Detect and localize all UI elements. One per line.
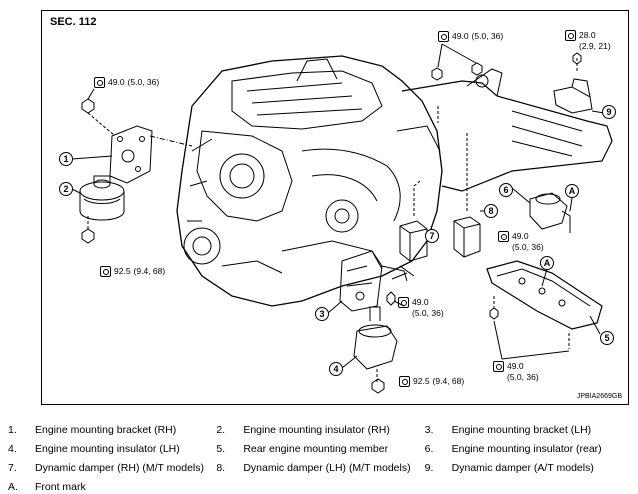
torque-spec-6: 49.0 (5.0, 36) [398, 297, 444, 319]
legend-num: 8. [216, 461, 226, 474]
legend-item: 8. Dynamic damper (LH) (M/T models) [216, 462, 424, 474]
torque-spec-8: 49.0 (5.0, 36) [493, 361, 539, 383]
lh-bracket-part-3 [339, 250, 408, 312]
legend-text: Engine mounting bracket (LH) [451, 423, 592, 436]
torque-paren: (2.9, 21) [579, 41, 611, 51]
torque-spec-1: 49.0 (5.0, 36) [94, 77, 159, 88]
torque-value: 49.0 [108, 77, 125, 87]
legend-num: 1. [8, 423, 17, 436]
dynamic-damper-part-7 [399, 220, 428, 262]
torque-value: 49.0 [512, 231, 529, 241]
section-label: SEC. 112 [50, 16, 97, 28]
torque-spec-5: 49.0 (5.0, 36) [498, 231, 544, 253]
legend-row: 1. Engine mounting bracket (RH) 2. Engine … [8, 420, 633, 439]
torque-value: 92.5 [413, 376, 430, 386]
legend-text: Engine mounting insulator (LH) [35, 442, 180, 455]
torque-paren: (9.4, 68) [432, 376, 465, 386]
torque-value: 92.5 [114, 266, 131, 276]
legend-text: Dynamic damper (RH) (M/T models) [35, 461, 204, 474]
legend-num: 6. [424, 442, 434, 455]
reference-code: JPBIA2669GB [576, 393, 622, 400]
torque-wrench-icon [438, 31, 449, 42]
legend-row: 7. Dynamic damper (RH) (M/T models) 8. Dyn… [8, 458, 633, 477]
figure-frame: SEC. 112 JPBIA2669GB 49.0 (5.0, 36) 92.5… [41, 10, 629, 405]
torque-wrench-icon [493, 361, 504, 372]
torque-spec-2: 92.5 (9.4, 68) [100, 266, 165, 277]
callout-1: 1 [59, 152, 73, 166]
callout-4: 4 [329, 362, 343, 376]
legend-item: A. Front mark [8, 481, 225, 493]
torque-wrench-icon [399, 376, 410, 387]
legend-item: 1. Engine mounting bracket (RH) [8, 424, 216, 436]
torque-value: 28.0 [579, 30, 596, 40]
torque-spec-3: 49.0 (5.0, 36) [438, 31, 503, 42]
legend-item: 4. Engine mounting insulator (LH) [8, 443, 216, 455]
legend-row: A. Front mark [8, 477, 633, 494]
torque-wrench-icon [398, 297, 409, 308]
callout-3: 3 [315, 307, 329, 321]
legend-num: 2. [216, 423, 226, 436]
rh-bracket-part-1 [109, 125, 153, 184]
torque-wrench-icon [100, 266, 111, 277]
legend-text: Front mark [35, 480, 86, 493]
engine-assembly [176, 55, 443, 307]
rear-insulator-part-6 [529, 192, 571, 233]
engine-mount-diagram [71, 43, 613, 394]
torque-paren: (5.0, 36) [507, 372, 539, 382]
front-mark-callout: A [565, 184, 579, 198]
legend-text: Dynamic damper (LH) (M/T models) [243, 461, 411, 474]
torque-spec-4: 28.0 (2.9, 21) [565, 30, 611, 52]
callout-5: 5 [600, 331, 614, 345]
parts-legend: 1. Engine mounting bracket (RH) 2. Engine … [8, 420, 633, 494]
torque-paren: (9.4, 68) [133, 266, 166, 276]
legend-text: Engine mounting insulator (rear) [451, 442, 602, 455]
callout-8: 8 [484, 204, 498, 218]
dynamic-damper-part-8 [453, 216, 481, 258]
legend-num: 9. [424, 461, 434, 474]
legend-item: 9. Dynamic damper (A/T models) [425, 462, 633, 474]
legend-num: 7. [8, 461, 17, 474]
callout-6: 6 [499, 183, 513, 197]
legend-num: 5. [216, 442, 226, 455]
front-mark-callout: A [540, 256, 554, 270]
rear-mount-member-part-5 [486, 260, 603, 330]
callout-9: 9 [602, 105, 616, 119]
legend-text: Engine mounting insulator (RH) [243, 423, 390, 436]
rh-insulator-part-2 [79, 175, 125, 221]
torque-wrench-icon [565, 30, 576, 41]
legend-text: Engine mounting bracket (RH) [35, 423, 177, 436]
legend-text: Dynamic damper (A/T models) [451, 461, 594, 474]
legend-text: Rear engine mounting member [243, 442, 389, 455]
torque-paren: (5.0, 36) [512, 242, 544, 252]
legend-num: 4. [8, 442, 17, 455]
callout-7: 7 [425, 229, 439, 243]
legend-num: A. [8, 480, 18, 493]
torque-value: 49.0 [507, 361, 524, 371]
torque-paren: (5.0, 36) [412, 308, 444, 318]
torque-paren: (5.0, 36) [471, 31, 504, 41]
legend-item: 5. Rear engine mounting member [216, 443, 424, 455]
torque-spec-7: 92.5 (9.4, 68) [399, 376, 464, 387]
legend-item: 3. Engine mounting bracket (LH) [425, 424, 633, 436]
legend-item: 6. Engine mounting insulator (rear) [425, 443, 633, 455]
lh-insulator-part-4 [353, 306, 398, 394]
torque-value: 49.0 [452, 31, 469, 41]
callout-2: 2 [59, 182, 73, 196]
legend-row: 4. Engine mounting insulator (LH) 5. Rear … [8, 439, 633, 458]
torque-wrench-icon [94, 77, 105, 88]
transmission [401, 68, 613, 192]
torque-paren: (5.0, 36) [127, 77, 160, 87]
torque-value: 49.0 [412, 297, 429, 307]
dynamic-damper-part-9 [553, 78, 593, 114]
legend-num: 3. [424, 423, 434, 436]
legend-item: 2. Engine mounting insulator (RH) [216, 424, 424, 436]
legend-item: 7. Dynamic damper (RH) (M/T models) [8, 462, 216, 474]
torque-wrench-icon [498, 231, 509, 242]
